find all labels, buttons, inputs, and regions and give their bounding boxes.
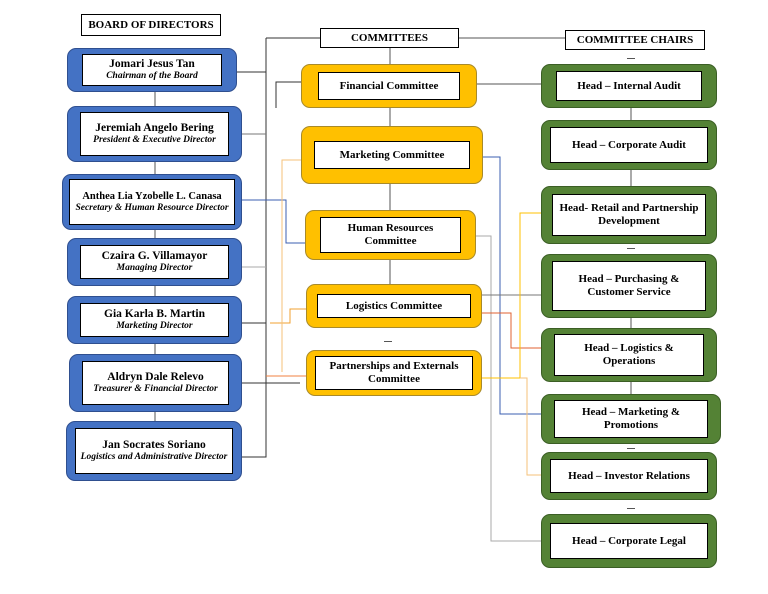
- chair-marketing-promotions: Head – Marketing & Promotions: [541, 394, 721, 444]
- chair-purchasing-customer: Head – Purchasing & Customer Service: [541, 254, 717, 318]
- member-role: Logistics and Administrative Director: [80, 452, 228, 463]
- member-role: Managing Director: [116, 263, 193, 274]
- board-member-logistics: Jan Socrates Soriano Logistics and Admin…: [66, 421, 242, 481]
- divider: [627, 58, 635, 59]
- divider: [627, 448, 635, 449]
- divider: [384, 341, 392, 342]
- board-member-managing: Czaira G. Villamayor Managing Director: [67, 238, 242, 286]
- board-member-treasurer: Aldryn Dale Relevo Treasurer & Financial…: [69, 354, 242, 412]
- committee-name: Partnerships and Externals Committee: [329, 360, 459, 385]
- board-of-directors-header: BOARD OF DIRECTORS: [81, 14, 221, 36]
- member-name: Gia Karla B. Martin: [104, 307, 205, 320]
- committee-name: Logistics Committee: [345, 299, 443, 312]
- committees-header: COMMITTEES: [320, 28, 459, 48]
- member-role: Marketing Director: [116, 321, 193, 332]
- board-member-president: Jeremiah Angelo Bering President & Execu…: [67, 106, 242, 162]
- member-role: President & Executive Director: [93, 135, 216, 146]
- board-member-marketing: Gia Karla B. Martin Marketing Director: [67, 296, 242, 344]
- chair-title: Head- Retail and Partnership Development: [559, 202, 699, 227]
- committee-name: Marketing Committee: [339, 148, 445, 161]
- chair-title: Head – Logistics & Operations: [584, 342, 674, 367]
- chair-title: Head – Purchasing & Customer Service: [578, 273, 680, 298]
- chair-title: Head – Marketing & Promotions: [581, 406, 681, 431]
- member-name: Czaira G. Villamayor: [101, 249, 208, 262]
- chair-corporate-audit: Head – Corporate Audit: [541, 120, 717, 170]
- chair-investor-relations: Head – Investor Relations: [541, 452, 717, 500]
- chair-retail-partnership: Head- Retail and Partnership Development: [541, 186, 717, 244]
- committee-human-resources: Human Resources Committee: [305, 210, 476, 260]
- committee-logistics: Logistics Committee: [306, 284, 482, 328]
- chair-title: Head – Investor Relations: [568, 469, 690, 482]
- divider: [627, 508, 635, 509]
- committee-name: Human Resources Committee: [347, 222, 434, 247]
- chair-corporate-legal: Head – Corporate Legal: [541, 514, 717, 568]
- chair-title: Head – Internal Audit: [577, 79, 681, 92]
- chair-title: Head – Corporate Audit: [572, 138, 686, 151]
- member-role: Secretary & Human Resource Director: [75, 202, 229, 213]
- chair-title: Head – Corporate Legal: [572, 534, 686, 547]
- committee-partnerships: Partnerships and Externals Committee: [306, 350, 482, 396]
- member-name: Jeremiah Angelo Bering: [95, 121, 214, 134]
- member-name: Jan Socrates Soriano: [102, 438, 206, 451]
- committee-financial: Financial Committee: [301, 64, 477, 108]
- committee-chairs-header: COMMITTEE CHAIRS: [565, 30, 705, 50]
- member-name: Aldryn Dale Relevo: [107, 370, 204, 383]
- member-name: Jomari Jesus Tan: [109, 57, 195, 70]
- chair-internal-audit: Head – Internal Audit: [541, 64, 717, 108]
- committee-name: Financial Committee: [339, 79, 439, 92]
- member-role: Chairman of the Board: [106, 71, 198, 82]
- committee-marketing: Marketing Committee: [301, 126, 483, 184]
- chair-logistics-operations: Head – Logistics & Operations: [541, 328, 717, 382]
- board-member-secretary: Anthea Lia Yzobelle L. Canasa Secretary …: [62, 174, 242, 230]
- board-member-chairman: Jomari Jesus Tan Chairman of the Board: [67, 48, 237, 92]
- member-role: Treasurer & Financial Director: [93, 384, 218, 395]
- member-name: Anthea Lia Yzobelle L. Canasa: [82, 190, 222, 202]
- divider: [627, 248, 635, 249]
